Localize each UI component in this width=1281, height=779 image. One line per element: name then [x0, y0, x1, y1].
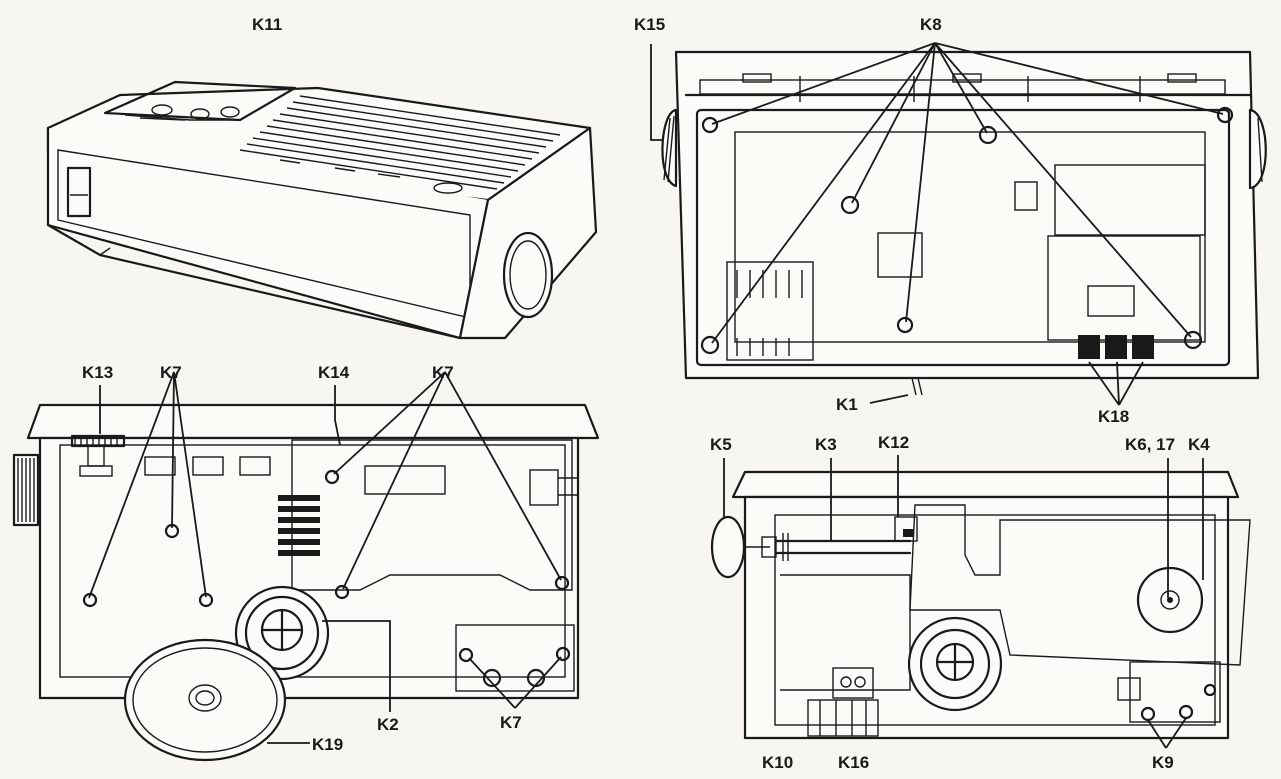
label-k15: K15	[634, 15, 665, 34]
k16-bracket	[807, 667, 879, 737]
k19-speaker	[123, 638, 287, 762]
callout-labels: K11 K15 K8 K1 K18 K13 K7 K14 K7 K2 K7 K1…	[82, 15, 1210, 772]
label-k8: K8	[920, 15, 942, 34]
k15-leader	[650, 44, 662, 141]
chassis-front-view	[12, 371, 600, 762]
label-k5: K5	[710, 435, 732, 454]
label-k14: K14	[318, 363, 350, 382]
label-k9: K9	[1152, 753, 1174, 772]
label-k4: K4	[1188, 435, 1210, 454]
label-k12: K12	[878, 433, 909, 452]
coil	[278, 495, 320, 556]
label-k2: K2	[377, 715, 399, 734]
label-k13: K13	[82, 363, 113, 382]
side-speaker	[907, 616, 1003, 712]
bottom-left-leaders	[88, 371, 562, 744]
label-k3: K3	[815, 435, 837, 454]
label-k7-upper-left: K7	[160, 363, 182, 382]
label-k11: K11	[252, 15, 282, 34]
k8-leaders	[711, 42, 1224, 344]
label-k1: K1	[836, 395, 858, 414]
label-k10: K10	[762, 753, 793, 772]
label-k16: K16	[838, 753, 869, 772]
chassis-side-view	[710, 455, 1251, 749]
k18-connectors	[1078, 335, 1154, 406]
label-k7-upper-right: K7	[432, 363, 454, 382]
radio-perspective-view	[46, 80, 598, 340]
label-k7-lower: K7	[500, 713, 522, 732]
k6-k4-wheel	[1136, 566, 1204, 634]
radio-bottom-view	[650, 42, 1267, 406]
k1-cable	[869, 377, 923, 404]
label-k19: K19	[312, 735, 343, 754]
k5-knob	[710, 515, 777, 579]
bottom-right-leaders	[723, 455, 1204, 749]
label-k6-17: K6, 17	[1125, 435, 1175, 454]
label-k18: K18	[1098, 407, 1129, 426]
k3-shaft	[774, 533, 912, 561]
k8-screws	[700, 106, 1234, 355]
